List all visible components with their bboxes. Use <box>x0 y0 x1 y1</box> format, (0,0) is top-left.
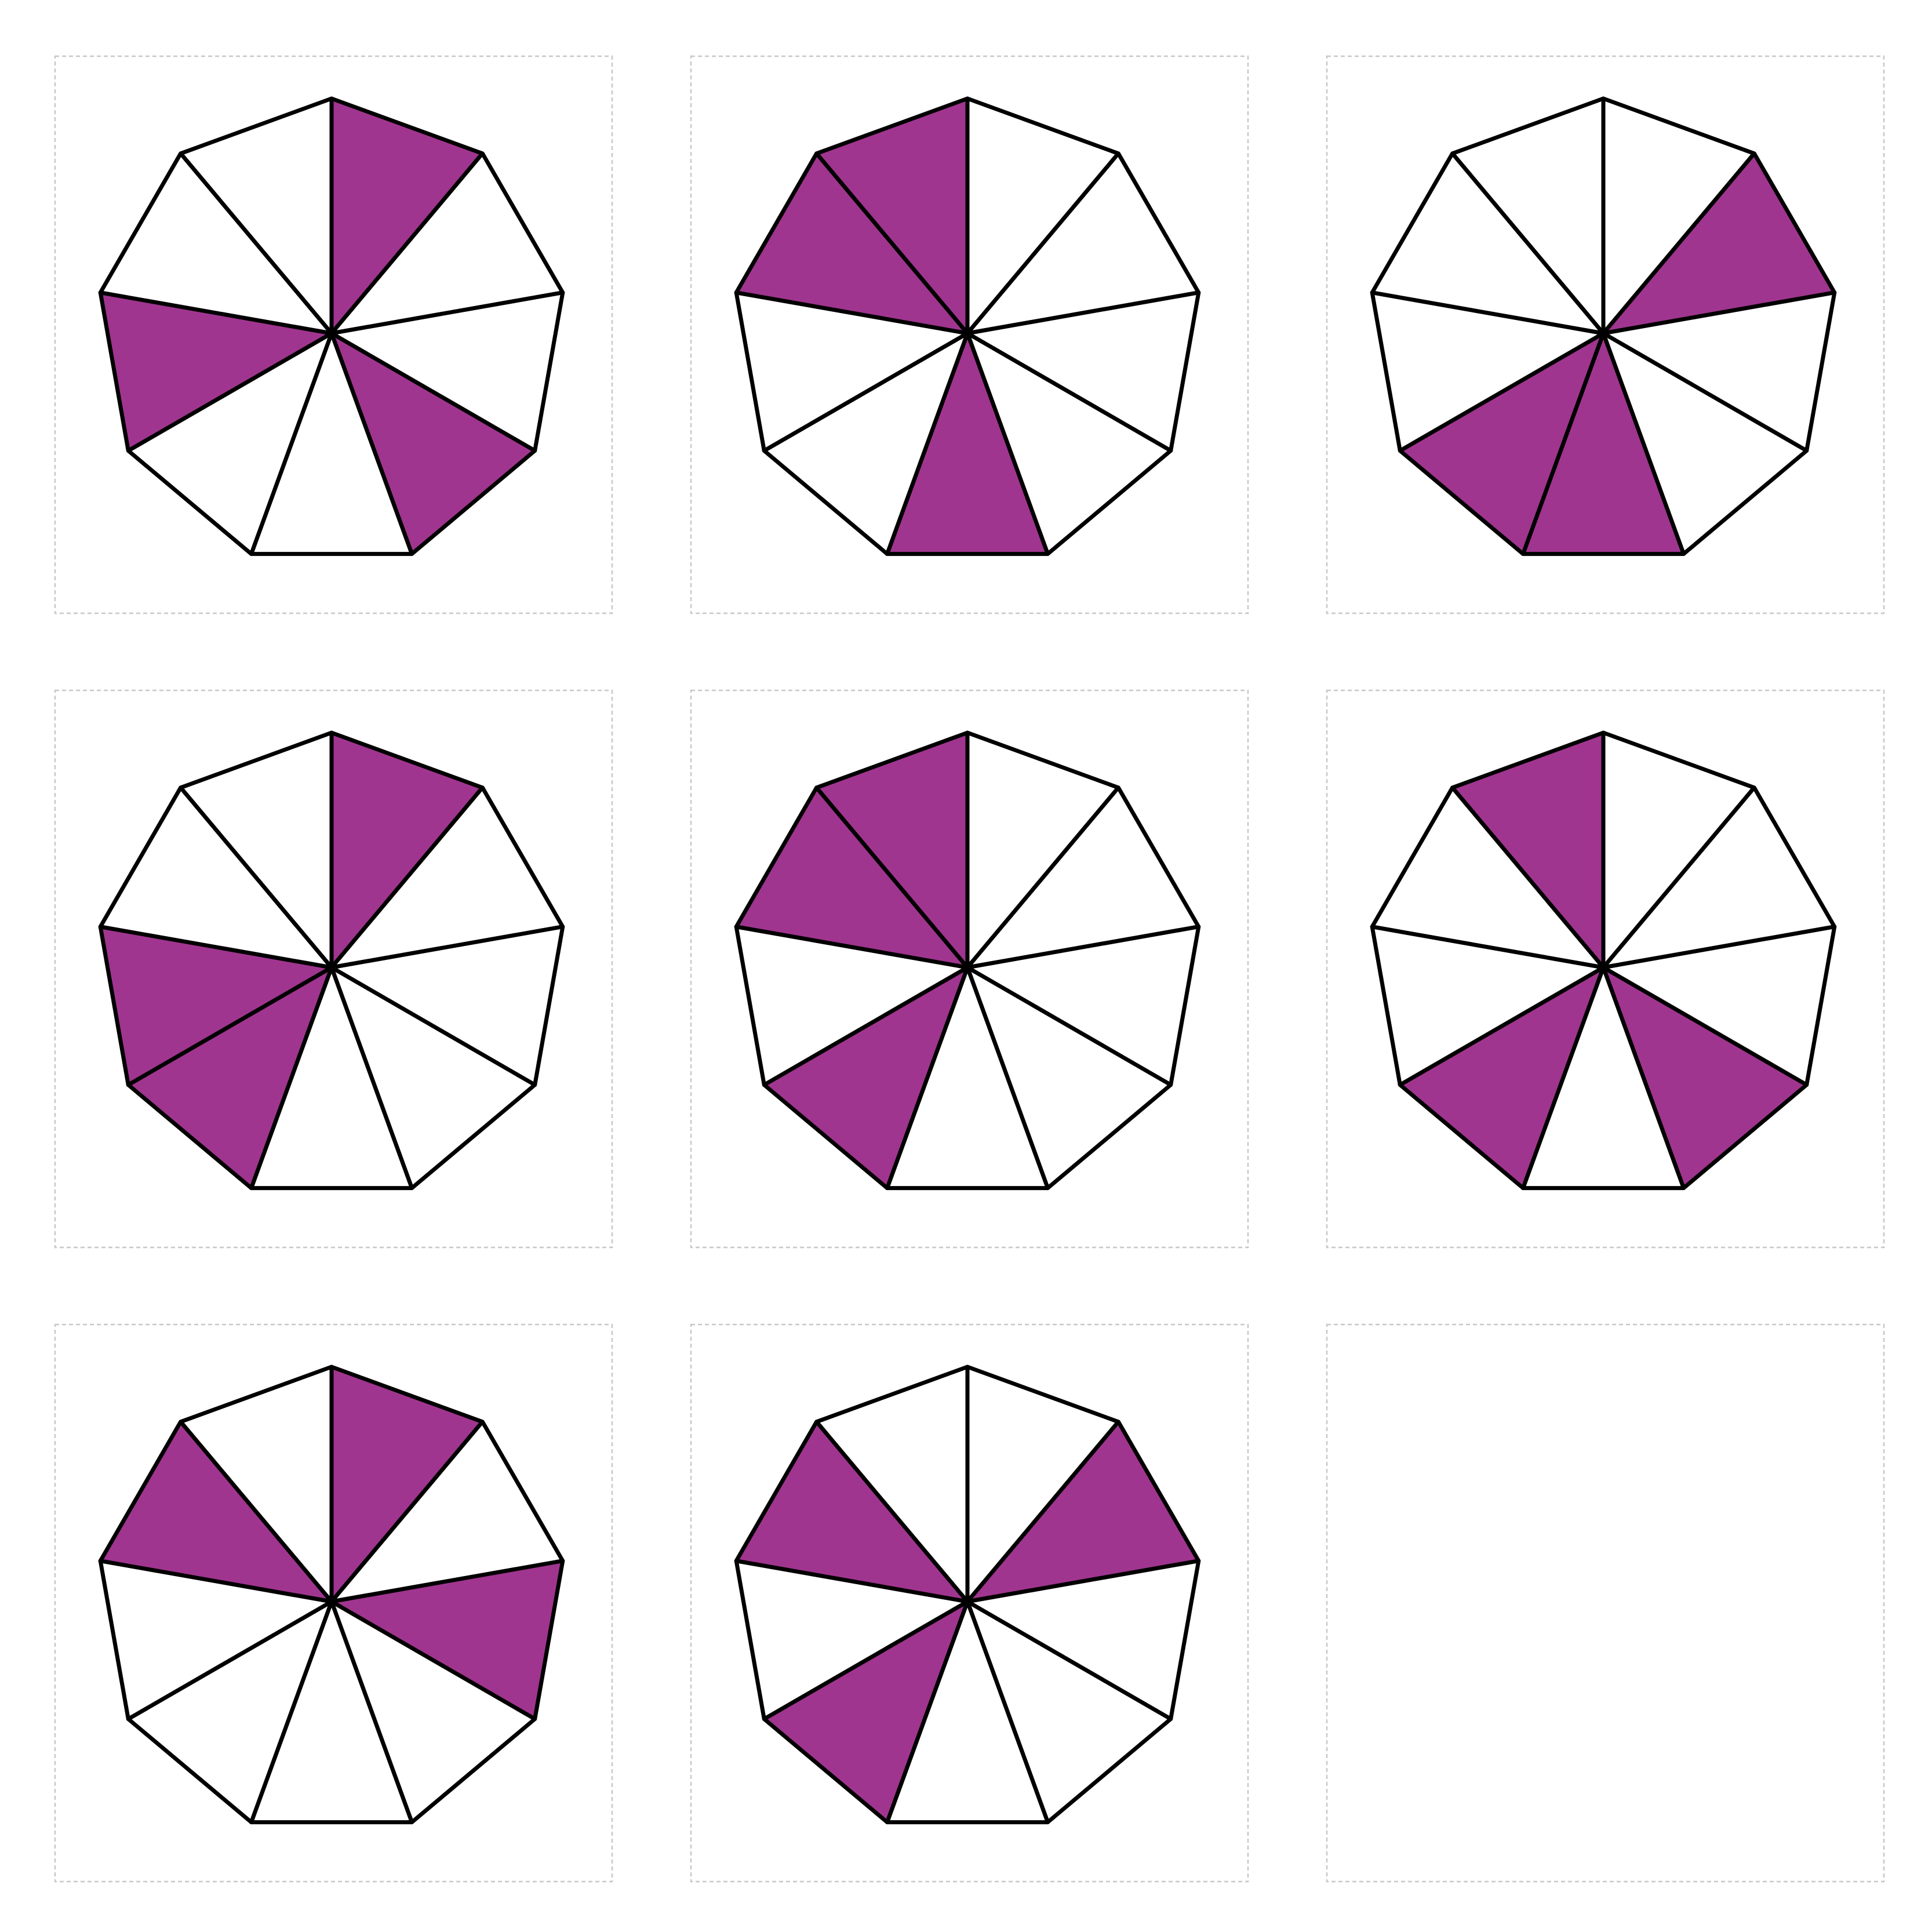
panel-border <box>54 1323 613 1883</box>
unshaded-segment <box>179 730 334 970</box>
diagram-panel <box>54 1323 613 1883</box>
panel-border <box>690 689 1249 1249</box>
diagram-panel <box>54 689 613 1249</box>
panel-border <box>54 55 613 614</box>
diagram-panel <box>690 689 1249 1249</box>
panel-border <box>54 689 613 1249</box>
diagram-panel <box>54 55 613 614</box>
panel-border <box>1326 55 1885 614</box>
unshaded-segment <box>1450 96 1606 336</box>
unshaded-segment <box>814 1365 970 1604</box>
shaded-segment <box>814 96 970 336</box>
shaded-segment <box>1450 730 1606 970</box>
panel-border <box>1326 689 1885 1249</box>
panel-border <box>1326 1323 1885 1883</box>
panel-border <box>690 55 1249 614</box>
shaded-segment <box>814 730 970 970</box>
unshaded-segment <box>179 1365 334 1604</box>
diagram-panel <box>1326 55 1885 614</box>
diagram-panel <box>1326 1323 1885 1883</box>
diagram-panel <box>690 1323 1249 1883</box>
panel-border <box>690 1323 1249 1883</box>
unshaded-segment <box>179 96 334 336</box>
diagram-panel <box>1326 689 1885 1249</box>
diagram-panel <box>690 55 1249 614</box>
